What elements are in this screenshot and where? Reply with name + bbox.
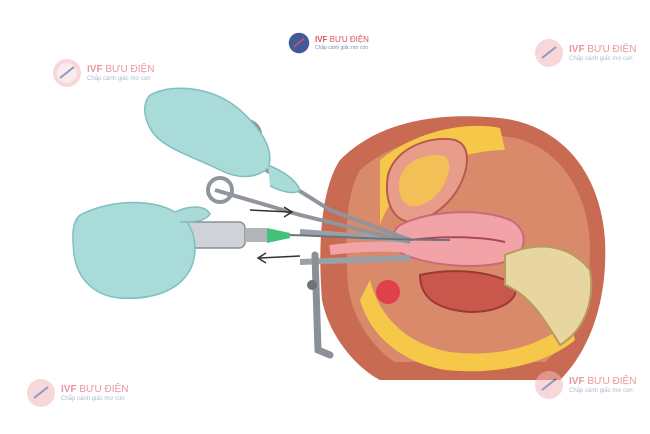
watermark-brand: IVF BƯU ĐIỆN	[87, 63, 155, 75]
watermark-bottom-right: IVF BƯU ĐIỆN Chắp cánh giấc mơ con	[534, 370, 636, 400]
bladder-inner	[398, 154, 450, 207]
watermark-tagline: Chắp cánh giấc mơ con	[315, 44, 369, 51]
watermark-tagline: Chắp cánh giấc mơ con	[87, 75, 151, 82]
forceps-ring-2	[206, 176, 234, 204]
vaginal-canal	[329, 241, 411, 255]
catheter	[289, 234, 451, 241]
ovary	[376, 280, 400, 304]
fat-layer-bottom	[360, 280, 575, 372]
pelvic-cross-section	[320, 116, 606, 381]
arrow-forward	[249, 206, 294, 218]
watermark-top-center: IVF BƯU ĐIỆN Chắp cánh giấc mơ con	[288, 32, 369, 54]
ivf-logo-icon	[53, 59, 81, 87]
ivf-logo-icon	[27, 379, 55, 407]
watermark-brand: IVF BƯU ĐIỆN	[569, 43, 637, 55]
gloved-hand-lower	[72, 201, 211, 300]
watermark-brand: IVF BƯU ĐIỆN	[315, 34, 369, 44]
rectum	[418, 270, 517, 314]
arrow-back	[256, 252, 301, 264]
gloved-hand-upper	[144, 87, 301, 194]
watermark-bottom-left: IVF BƯU ĐIỆN Chắp cánh giấc mơ con	[26, 378, 128, 408]
watermark-top-right: IVF BƯU ĐIỆN Chắp cánh giấc mơ con	[534, 38, 636, 68]
watermark-tagline: Chắp cánh giấc mơ con	[61, 395, 125, 402]
watermark-tagline: Chắp cánh giấc mơ con	[569, 387, 633, 394]
ivf-logo-icon	[288, 32, 310, 54]
speculum-screw	[307, 280, 317, 290]
watermark-tagline: Chắp cánh giấc mơ con	[569, 55, 633, 62]
forceps-arm-2	[214, 188, 411, 244]
ivf-logo-icon	[535, 371, 563, 399]
watermark-brand: IVF BƯU ĐIỆN	[569, 375, 637, 387]
syringe-hub	[245, 228, 267, 242]
watermark-brand: IVF BƯU ĐIỆN	[61, 383, 129, 395]
watermark-top-left: IVF BƯU ĐIỆN Chắp cánh giấc mơ con	[52, 58, 154, 88]
syringe-needle-hub	[267, 228, 290, 243]
ivf-logo-icon	[535, 39, 563, 67]
sacrum	[504, 245, 593, 347]
